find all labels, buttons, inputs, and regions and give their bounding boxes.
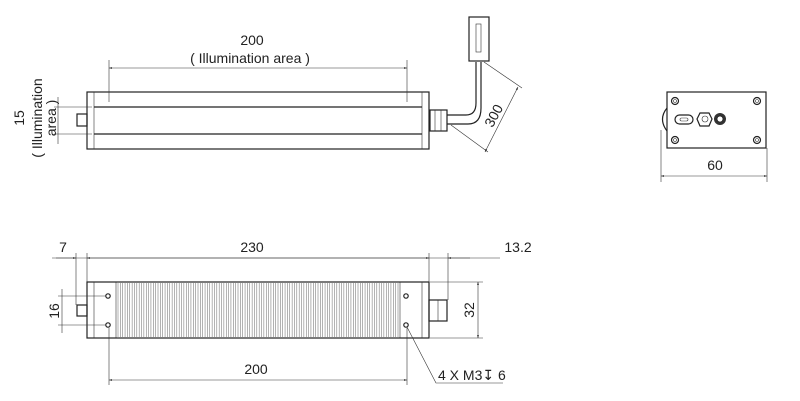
hole-callout-leader [406, 326, 503, 384]
mount-hole-inner [755, 99, 759, 103]
dim-16: 16 [46, 303, 62, 319]
end-slot-inner [679, 117, 689, 122]
end-lens-bump [661, 107, 668, 132]
dim-line-300 [484, 86, 519, 153]
dim-300-cable: 300 [481, 101, 506, 129]
heatsink-fins [117, 283, 399, 337]
end-view: 60 [660, 91, 768, 182]
mount-hole-inner [755, 138, 759, 142]
top-cable-gland [429, 109, 448, 132]
end-mount-holes [670, 96, 762, 145]
mount-hole [752, 135, 762, 145]
end-gland-bore [701, 115, 709, 123]
bottom-left-stub [76, 304, 88, 317]
hole-callout: 4 X M3↧ 6 [438, 367, 506, 383]
mount-hole [670, 135, 680, 145]
dim-200-note: ( Illumination area ) [190, 50, 310, 66]
cable-lower [447, 62, 482, 125]
top-left-stub [76, 113, 88, 127]
dim-32: 32 [461, 302, 477, 318]
bottom-body [86, 281, 430, 339]
mount-hole [670, 96, 680, 106]
mount-hole [105, 322, 111, 328]
mount-hole [105, 293, 111, 299]
cable-upper [447, 62, 477, 116]
mount-hole [403, 322, 409, 328]
ext-line [450, 124, 489, 153]
bottom-view: 7 230 13.2 16 32 200 4 X M3↧ 6 [46, 239, 532, 385]
end-cable-core [716, 115, 724, 123]
dim-15-note-1: ( Illumination [29, 78, 45, 157]
mount-hole-inner [673, 99, 677, 103]
mount-hole [752, 96, 762, 106]
connector-latch [475, 23, 482, 53]
end-body [666, 91, 767, 149]
mount-hole [403, 293, 409, 299]
mount-hole-inner [673, 138, 677, 142]
end-slot [674, 114, 694, 125]
dim-15-note-2: area ) [43, 100, 59, 137]
dim-13-2: 13.2 [504, 239, 531, 255]
ext-line [483, 61, 523, 89]
top-body [86, 91, 430, 150]
dim-60: 60 [707, 157, 723, 173]
dim-200-illumination: 200 [240, 32, 264, 48]
dim-230: 230 [240, 239, 264, 255]
cable-connector [468, 16, 490, 62]
dim-7: 7 [59, 239, 67, 255]
end-gland-nut [696, 112, 713, 127]
dim-15: 15 [11, 110, 27, 126]
dim-200-holes: 200 [244, 361, 268, 377]
top-view: 200 ( Illumination area ) 15 ( Illuminat… [11, 16, 523, 158]
